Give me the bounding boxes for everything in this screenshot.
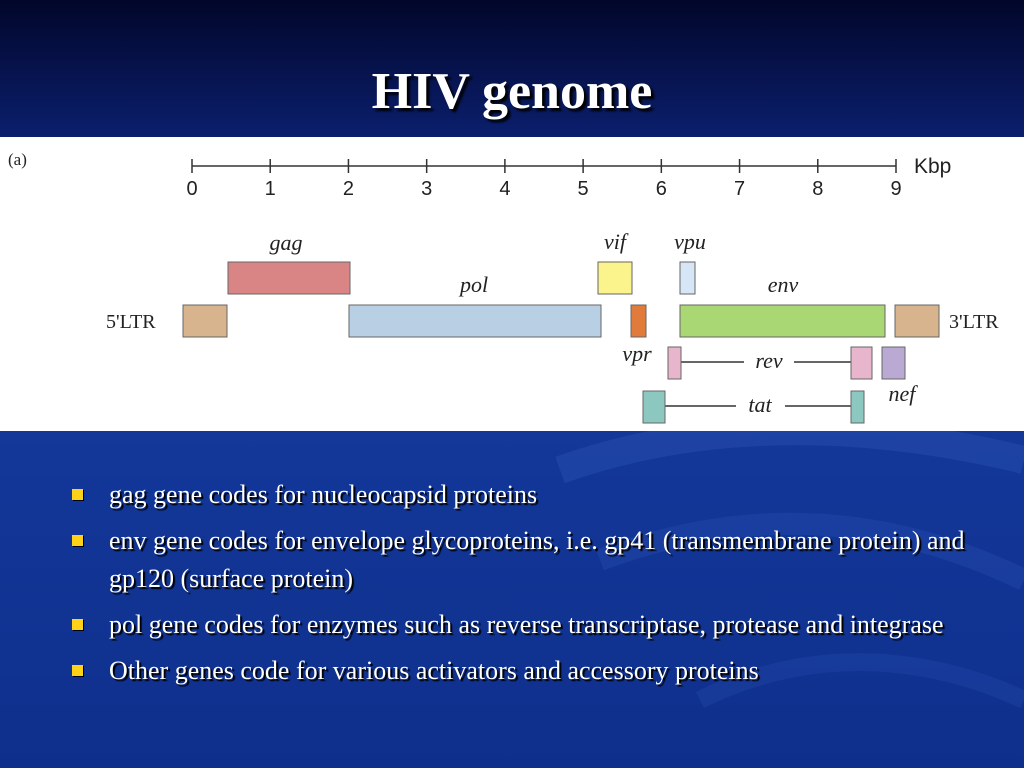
vif-label: vif: [604, 229, 629, 254]
bullet-item: pol gene codes for enzymes such as rever…: [72, 606, 972, 644]
bullet-item: gag gene codes for nucleocapsid proteins: [72, 476, 972, 514]
bullet-text: env gene codes for envelope glycoprotein…: [109, 526, 965, 593]
gene-box-ltr3: [894, 304, 940, 338]
gene-box-vpu: [679, 261, 696, 295]
gene-box-tat-exon2: [850, 390, 865, 424]
gene-box-gag: [227, 261, 351, 295]
scale-unit-label: Kbp: [914, 155, 951, 178]
vpr-label: vpr: [622, 341, 652, 366]
genome-diagram: (a) 0 1 2 3 4 5 6 7 8 9 Kbp gag pol vif vpu env v…: [8, 150, 999, 424]
scale-tick-label: 2: [343, 178, 354, 200]
bullet-square-icon: [72, 665, 83, 676]
bullet-text: Other genes code for various activators …: [109, 656, 759, 685]
bullet-square-icon: [72, 619, 83, 630]
env-label: env: [768, 272, 799, 297]
scale-tick-label: 0: [186, 178, 197, 200]
gene-box-vpr: [630, 304, 647, 338]
bullet-text: pol gene codes for enzymes such as rever…: [109, 610, 944, 639]
nef-label: nef: [889, 381, 919, 406]
gene-box-ltr5: [182, 304, 228, 338]
gene-box-vif: [597, 261, 633, 295]
bullet-text: gag gene codes for nucleocapsid proteins: [109, 480, 538, 509]
gene-box-nef: [881, 346, 906, 380]
genome-figure: (a) 0 1 2 3 4 5 6 7 8 9 Kbp gag pol vif vpu env v…: [0, 137, 1024, 431]
gag-label: gag: [270, 230, 303, 255]
ltr3-label: 3'LTR: [949, 311, 999, 333]
pol-label: pol: [458, 272, 488, 297]
scale-tick-label: 6: [656, 178, 667, 200]
scale-tick-label: 8: [812, 178, 823, 200]
panel-label: (a): [8, 150, 27, 169]
vpu-label: vpu: [674, 229, 706, 254]
scale-tick-label: 7: [734, 178, 745, 200]
bullet-item: Other genes code for various activators …: [72, 652, 972, 690]
gene-box-pol: [348, 304, 602, 338]
bullet-item: env gene codes for envelope glycoprotein…: [72, 522, 972, 598]
gene-box-env: [679, 304, 886, 338]
ltr5-label: 5'LTR: [106, 311, 156, 333]
tat-label: tat: [748, 392, 772, 417]
scale-tick-label: 1: [265, 178, 276, 200]
gene-box-rev-exon2: [850, 346, 873, 380]
scale-ticks: 0 1 2 3 4 5 6 7 8 9: [186, 159, 902, 200]
scale-tick-label: 3: [421, 178, 432, 200]
bullet-square-icon: [72, 535, 83, 546]
gene-box-tat-exon1: [642, 390, 666, 424]
rev-label: rev: [755, 348, 783, 373]
gene-box-rev-exon1: [667, 346, 682, 380]
scale-tick-label: 9: [890, 178, 901, 200]
scale-tick-label: 5: [578, 178, 589, 200]
slide-title: HIV genome: [371, 63, 653, 120]
scale-tick-label: 4: [499, 178, 510, 200]
bullet-list: gag gene codes for nucleocapsid proteins…: [72, 476, 972, 698]
bullet-square-icon: [72, 489, 83, 500]
